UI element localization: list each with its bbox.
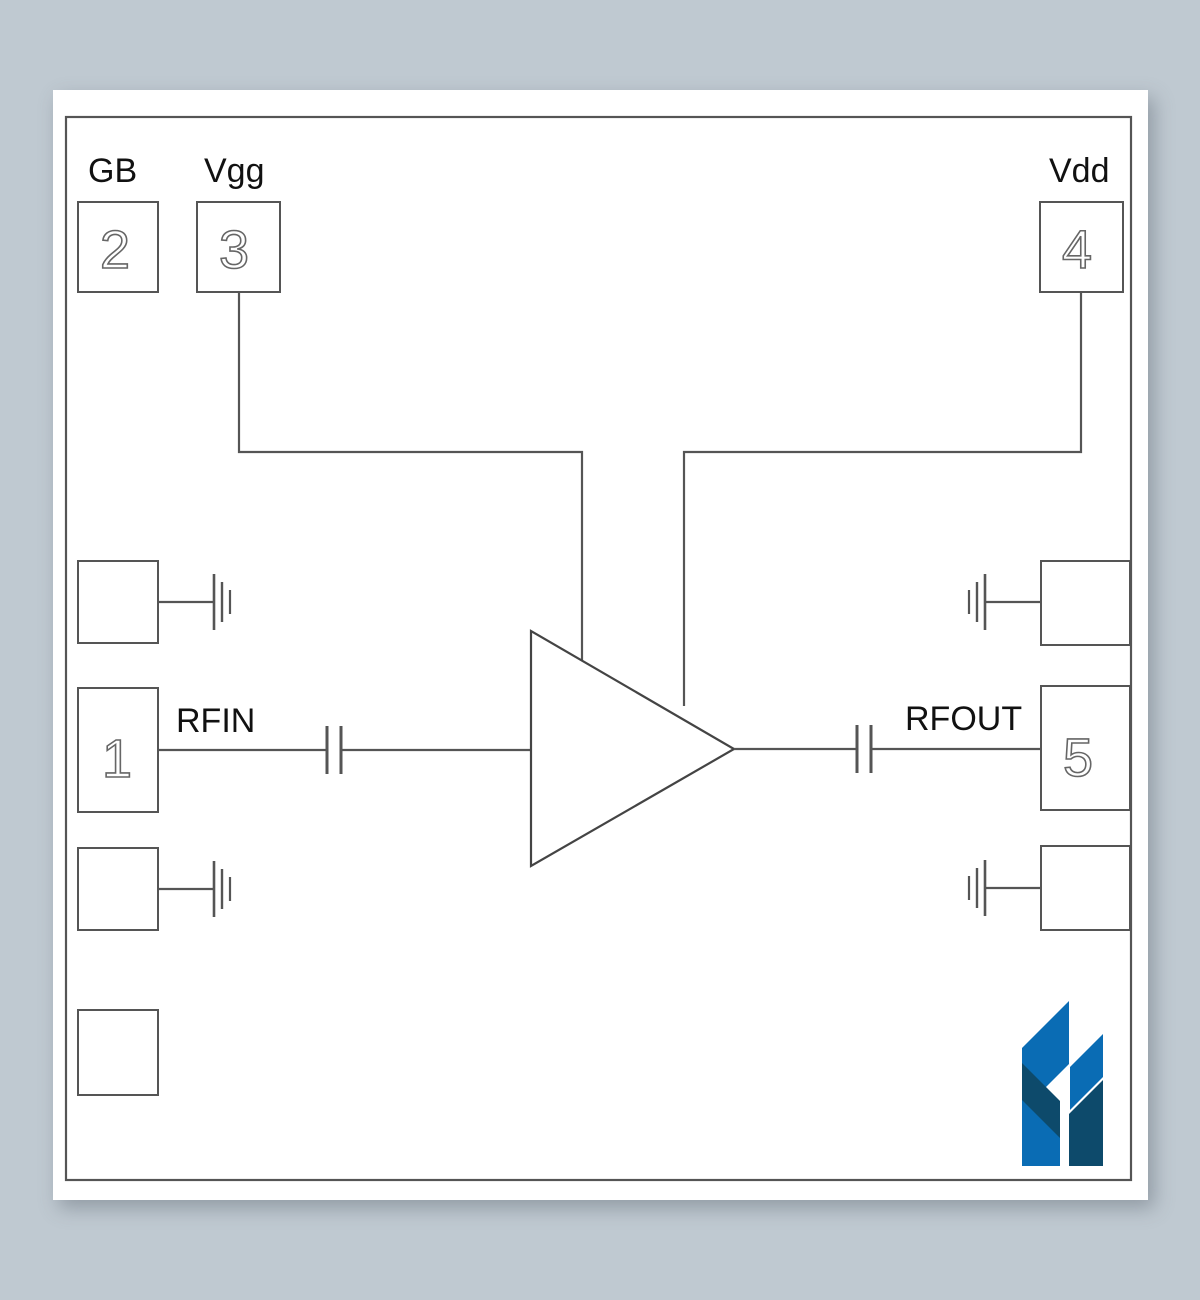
label-gb: GB xyxy=(88,152,137,190)
pad-ground-left-bottom-unconnected[interactable] xyxy=(77,1009,159,1096)
logo-shape-upper-right xyxy=(1070,1034,1103,1110)
pin-number-3: 3 xyxy=(219,220,249,280)
capacitor-input-dc-block xyxy=(325,726,343,774)
ground-icon-left-lower xyxy=(212,861,232,917)
logo-shape-right-leg xyxy=(1069,1080,1103,1166)
net-vdd-trace xyxy=(682,292,1083,706)
logo-shape-left-leg xyxy=(1022,1100,1060,1166)
pad-ground-right-upper[interactable] xyxy=(1040,560,1131,646)
pad-ground-left-upper[interactable] xyxy=(77,560,159,644)
ground-icon-right-lower xyxy=(967,860,987,916)
pad-ground-left-lower[interactable] xyxy=(77,847,159,931)
amplifier-symbol[interactable] xyxy=(529,629,737,868)
company-logo xyxy=(1022,1001,1103,1166)
pad-4-vdd[interactable] xyxy=(1039,201,1124,293)
pin-number-4: 4 xyxy=(1062,220,1092,280)
inner-border-frame xyxy=(64,115,1133,1182)
net-vgg-trace xyxy=(237,292,584,660)
ground-icon-right-upper xyxy=(967,574,987,630)
label-vdd: Vdd xyxy=(1049,152,1110,190)
label-rfout: RFOUT xyxy=(905,700,1022,738)
label-vgg: Vgg xyxy=(204,152,265,190)
pin-number-5: 5 xyxy=(1063,728,1093,788)
label-rfin: RFIN xyxy=(176,702,255,740)
logo-shape-center-dark xyxy=(1022,1063,1060,1140)
pin-number-2: 2 xyxy=(100,220,130,280)
pin-number-1: 1 xyxy=(102,729,132,789)
ground-icon-left-upper xyxy=(212,574,232,630)
pad-ground-right-lower[interactable] xyxy=(1040,845,1131,931)
capacitor-output-dc-block xyxy=(855,725,873,773)
pad-2-gb[interactable] xyxy=(77,201,159,293)
pad-5-rfout[interactable] xyxy=(1040,685,1131,811)
